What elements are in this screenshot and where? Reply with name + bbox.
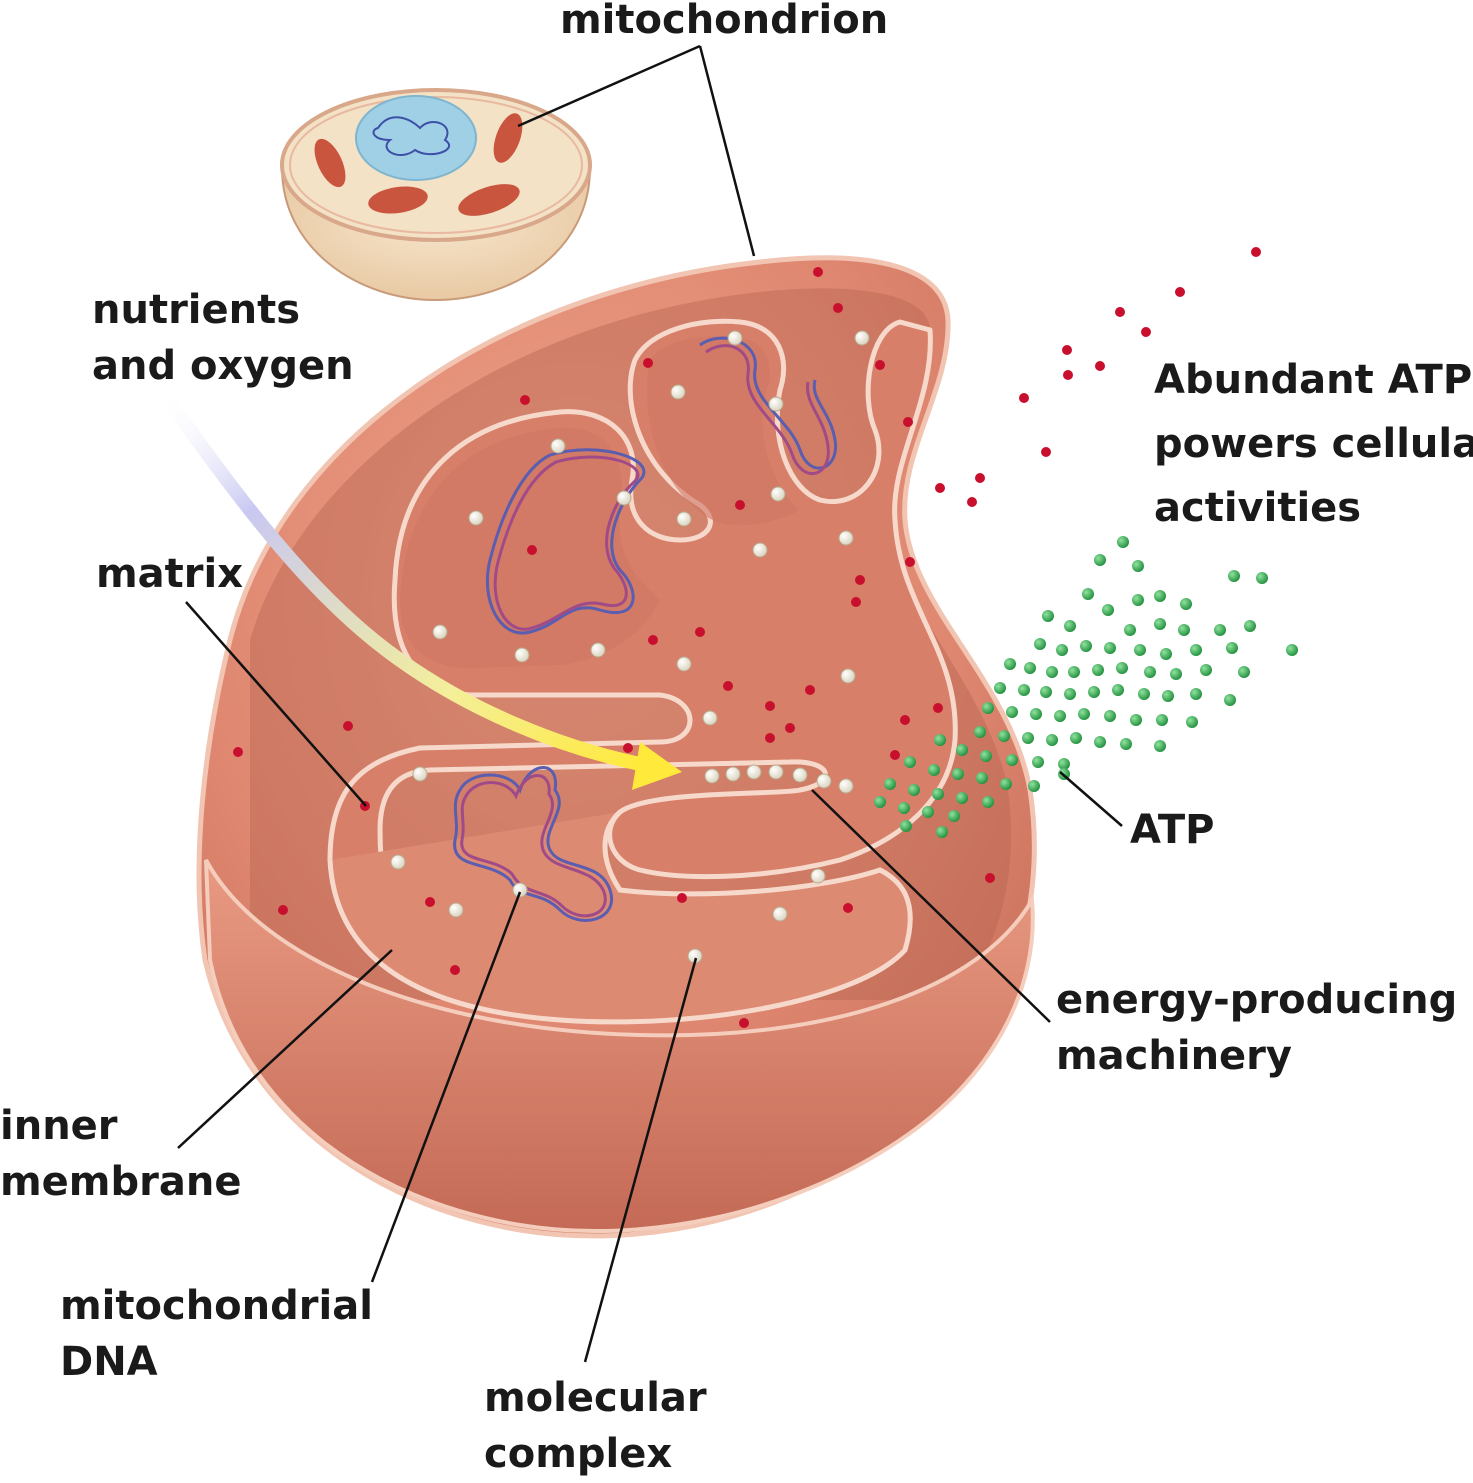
inner-membrane-label: inner membrane [0, 1103, 242, 1205]
nutrients-label: nutrients and oxygen [92, 287, 354, 389]
atp-molecules [874, 536, 1298, 838]
nucleus [355, 95, 477, 181]
abundant-atp-label: Abundant ATP powers cellular activities [1154, 357, 1473, 531]
mitochondrial-dna-label: mitochondrial DNA [60, 1283, 373, 1385]
leader-lines [177, 44, 1123, 1363]
matrix-label: matrix [96, 551, 244, 597]
mitochondrion-label: mitochondrion [560, 0, 889, 43]
mitochondrial-dna-strands [453, 336, 838, 922]
energy-machinery-label: energy-producing machinery [1056, 977, 1458, 1079]
cell-illustration [280, 88, 592, 302]
nutrients-arrow [155, 385, 682, 790]
molecular-complexes [390, 330, 870, 964]
mitochondrion-body [196, 255, 1037, 1239]
atp-label: ATP [1130, 807, 1215, 853]
molecular-complex-label: molecular complex [484, 1375, 707, 1477]
small-molecules [233, 247, 1261, 1028]
